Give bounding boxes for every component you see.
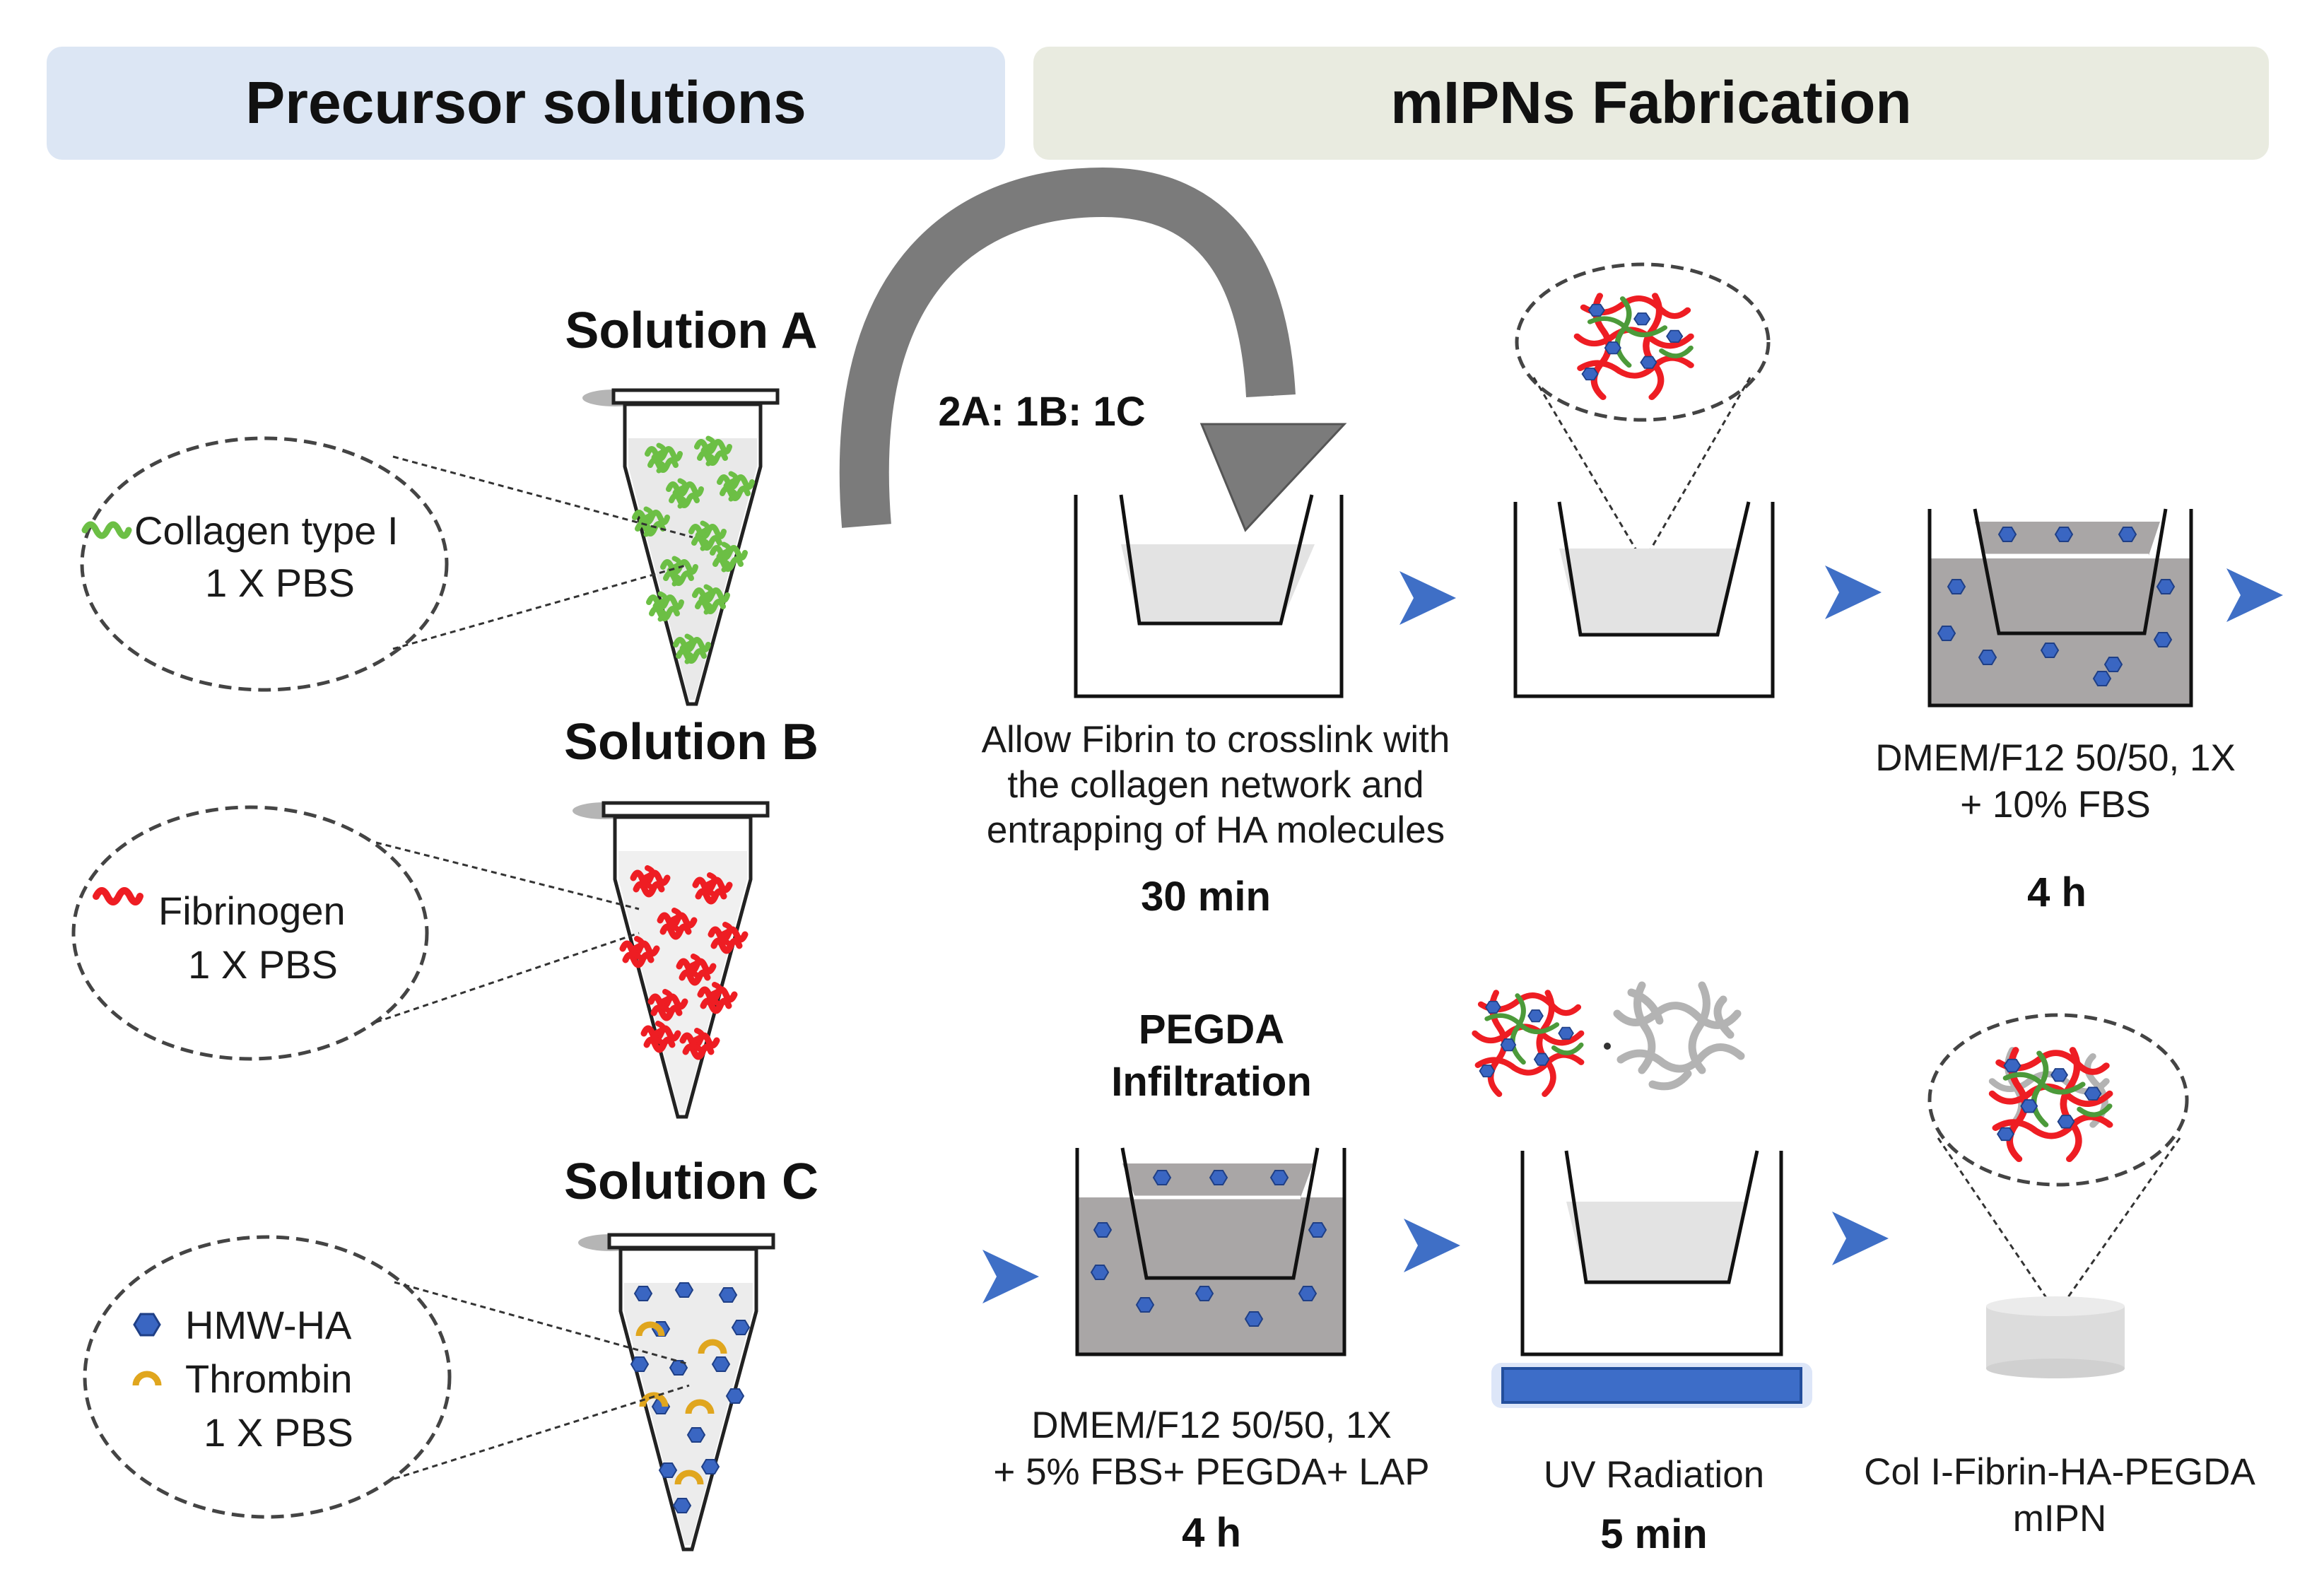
solution-a-callout bbox=[80, 436, 449, 692]
fabrication-header-box bbox=[1033, 47, 2269, 160]
network-zoom-1 bbox=[1515, 262, 1771, 422]
pegda-title1: PEGDA bbox=[1139, 1007, 1284, 1053]
solution-b-title: Solution B bbox=[564, 714, 818, 770]
pegda-line2: + 5% FBS+ PEGDA+ LAP bbox=[993, 1451, 1429, 1493]
arrow-right-4 bbox=[982, 1250, 1039, 1303]
solution-a-line2: 1 X PBS bbox=[205, 561, 355, 605]
product-line1: Col I-Fibrin-HA-PEGDA bbox=[1864, 1451, 2255, 1493]
arrow-right-3 bbox=[2226, 568, 2283, 622]
fabrication-header: mIPNs Fabrication bbox=[1390, 69, 1912, 136]
uv-lamp bbox=[1491, 1363, 1812, 1408]
step1-time: 30 min bbox=[1141, 874, 1271, 920]
network-zoom-2 bbox=[1927, 1013, 2189, 1187]
arrow-right-5 bbox=[1404, 1219, 1460, 1272]
network-patches bbox=[1475, 981, 1745, 1094]
step1-line3: entrapping of HA molecules bbox=[987, 809, 1445, 851]
pegda-time: 4 h bbox=[1182, 1510, 1241, 1556]
transwell-3 bbox=[1927, 508, 2193, 708]
pegda-title2: Infiltration bbox=[1111, 1059, 1312, 1105]
precursor-header: Precursor solutions bbox=[245, 69, 806, 136]
collagen-icon bbox=[81, 521, 132, 539]
step2-time: 4 h bbox=[2027, 869, 2087, 915]
solution-c-line1: HMW-HA bbox=[185, 1303, 352, 1347]
arrow-right-6 bbox=[1832, 1212, 1889, 1265]
mipn-disk bbox=[1986, 1296, 2125, 1378]
transwell-5 bbox=[1520, 1150, 1783, 1356]
tube-b bbox=[573, 801, 770, 1119]
pegda-line1: DMEM/F12 50/50, 1X bbox=[1031, 1405, 1392, 1446]
precursor-header-box bbox=[47, 47, 1005, 160]
tube-c bbox=[578, 1233, 775, 1552]
solution-b-line1: Fibrinogen bbox=[158, 889, 346, 933]
arrow-right-2 bbox=[1825, 565, 1882, 619]
mixing-ratio: 2A: 1B: 1C bbox=[938, 389, 1145, 435]
solution-a-line1: Collagen type I bbox=[134, 508, 399, 553]
tube-a bbox=[582, 388, 780, 706]
fibrin-icon bbox=[93, 887, 143, 905]
product-line2: mIPN bbox=[2013, 1498, 2107, 1540]
solution-b-callout bbox=[71, 805, 429, 1061]
ha-icon bbox=[133, 1313, 161, 1337]
step1-line2: the collagen network and bbox=[1007, 764, 1424, 806]
solution-b-line2: 1 X PBS bbox=[188, 942, 338, 987]
solution-a-title: Solution A bbox=[565, 303, 817, 359]
thrombin-icon bbox=[136, 1374, 158, 1385]
solution-c-line2: Thrombin bbox=[185, 1356, 353, 1401]
uv-time: 5 min bbox=[1600, 1511, 1708, 1557]
step2-line1: DMEM/F12 50/50, 1X bbox=[1875, 737, 2236, 779]
arrow-right-1 bbox=[1399, 571, 1456, 625]
transwell-1 bbox=[1074, 494, 1344, 698]
uv-line1: UV Radiation bbox=[1544, 1454, 1764, 1496]
transwell-4 bbox=[1075, 1147, 1346, 1356]
step2-line2: + 10% FBS bbox=[1960, 784, 2151, 826]
solution-c-title: Solution C bbox=[564, 1154, 818, 1210]
transwell-2 bbox=[1513, 501, 1775, 698]
mixing-arrow bbox=[839, 167, 1347, 532]
solution-c-callout bbox=[83, 1235, 452, 1519]
solution-c-line3: 1 X PBS bbox=[204, 1410, 353, 1455]
step1-line1: Allow Fibrin to crosslink with bbox=[982, 719, 1450, 761]
